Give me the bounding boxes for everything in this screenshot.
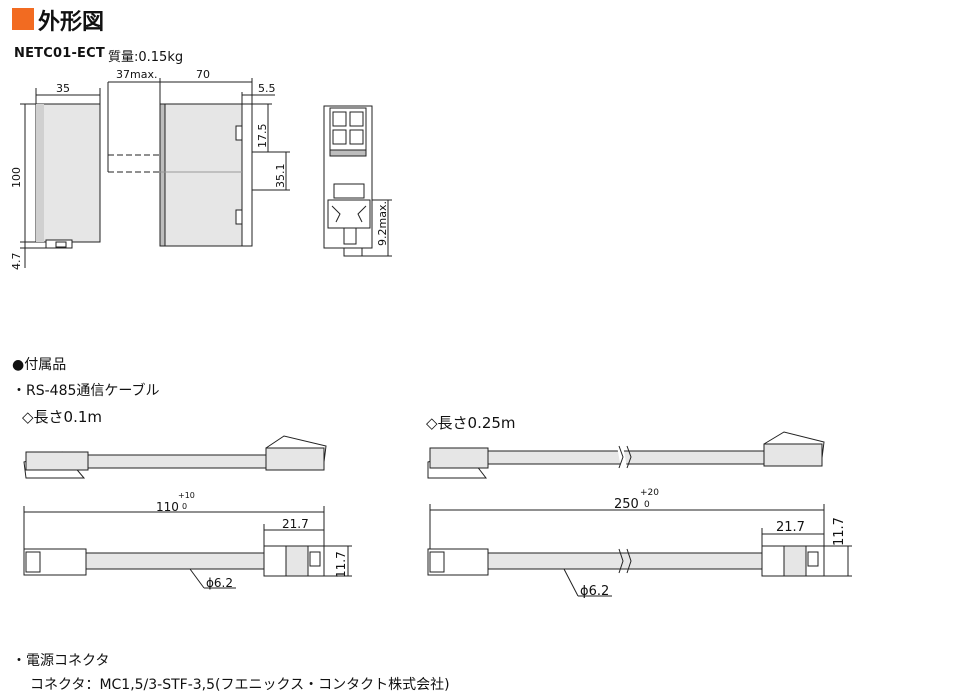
model-name: NETC01-ECT — [14, 46, 105, 61]
cable-long-side-view — [427, 504, 852, 597]
cable-long-top-view — [427, 431, 825, 479]
cable-short-length: 110 — [156, 500, 179, 514]
title-marker — [12, 8, 34, 30]
dim-protrusion: 37max. — [116, 68, 158, 81]
dim-bottom-protrusion: 9.2max. — [376, 201, 389, 246]
cable-long-diameter: ϕ6.2 — [580, 584, 610, 599]
connector-heading: ・電源コネクタ — [12, 653, 110, 669]
cable-short-plug-height: 11.7 — [334, 551, 348, 578]
connector-detail: コネクタ：MC1,5/3-STF-3,5(フエニックス・コンタクト株式会社) — [30, 677, 450, 693]
cable-long-plug-len: 21.7 — [776, 520, 805, 535]
dim-rail-height: 35.1 — [274, 163, 287, 189]
din-rail — [241, 103, 253, 247]
cable-short-side-view — [23, 506, 352, 589]
cable-short-tol-minus: 0 — [182, 502, 188, 511]
dim-upper: 17.5 — [256, 123, 269, 149]
dim-depth: 70 — [196, 68, 210, 81]
cable-short-plug-len: 21.7 — [282, 517, 309, 531]
dim-rail: 5.5 — [258, 82, 276, 95]
mass-label: 質量:0.15kg — [108, 50, 184, 65]
cable-short-top-view — [23, 435, 327, 479]
dim-front-width: 35 — [56, 82, 70, 95]
accessories-heading: ●付属品 — [12, 357, 67, 373]
cable-short-tol-plus: +10 — [178, 491, 195, 500]
dim-front-bottom: 4.7 — [10, 252, 23, 271]
cable-short-label: ◇長さ0.1m — [22, 408, 103, 426]
cable-long-plug-height: 11.7 — [832, 517, 847, 546]
dim-front-height: 100 — [10, 167, 23, 188]
cable-long-label: ◇長さ0.25m — [426, 414, 516, 432]
side-view-body — [159, 103, 243, 247]
cable-heading: ・RS-485通信ケーブル — [12, 383, 160, 399]
cable-short-diameter: ϕ6.2 — [206, 576, 233, 590]
front-view-body — [35, 103, 101, 243]
cable-long-length: 250 — [614, 497, 639, 512]
page-title: 外形図 — [38, 10, 105, 35]
cable-long-tol-minus: 0 — [644, 500, 650, 510]
cable-long-tol-plus: +20 — [640, 488, 659, 498]
